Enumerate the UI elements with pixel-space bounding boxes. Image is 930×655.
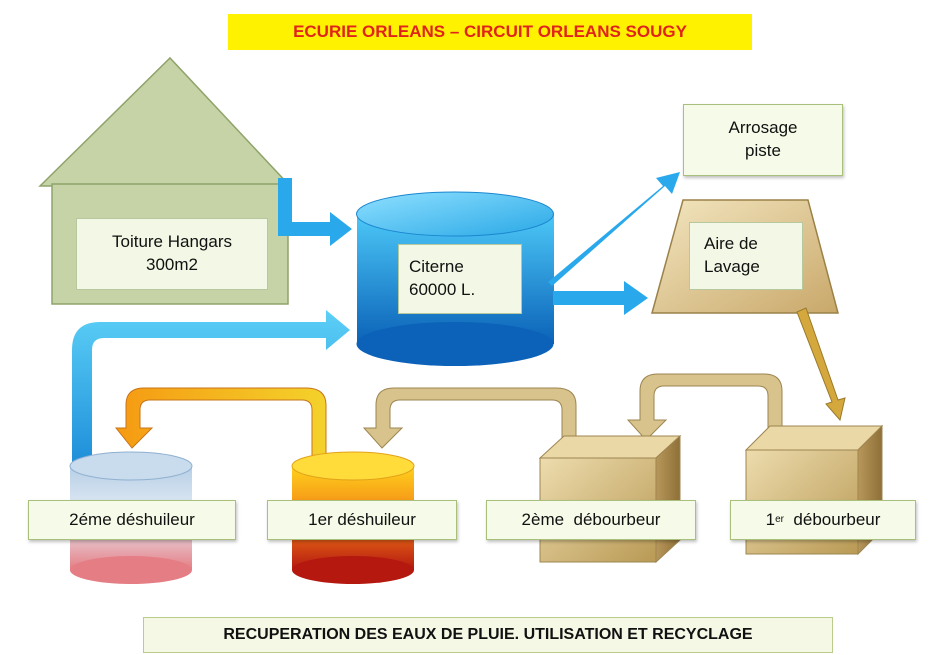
arrow-washing-to-settler1 [796,307,846,422]
arrow-cistern-to-washing [553,281,648,315]
settler1-label-ordinal: er [775,514,784,526]
roof-label: Toiture Hangars 300m2 [76,218,268,290]
settler1-label-number: 1 [765,509,776,529]
arrow-separator1-to-separator2 [114,387,327,471]
footer-caption: RECUPERATION DES EAUX DE PLUIE. UTILISAT… [143,617,833,653]
separator2-label: 2éme déshuileur [28,500,236,540]
arrow-settler2-to-separator1 [362,387,577,459]
arrow-separator2-to-cistern [72,310,350,470]
arrow-settler1-to-settler2 [626,373,783,441]
watering-label: Arrosage piste [683,104,843,176]
settler1-label-text: débourbeur [783,509,881,529]
arrow-roof-to-cistern [278,178,352,246]
separator1-label: 1er déshuileur [267,500,457,540]
arrow-cistern-to-watering [548,172,680,286]
page-title: ECURIE ORLEANS – CIRCUIT ORLEANS SOUGY [228,14,752,50]
washing-label: Aire de Lavage [689,222,803,290]
settler2-label: 2ème débourbeur [486,500,696,540]
cistern-label: Citerne 60000 L. [398,244,522,314]
settler2-box [538,434,682,564]
